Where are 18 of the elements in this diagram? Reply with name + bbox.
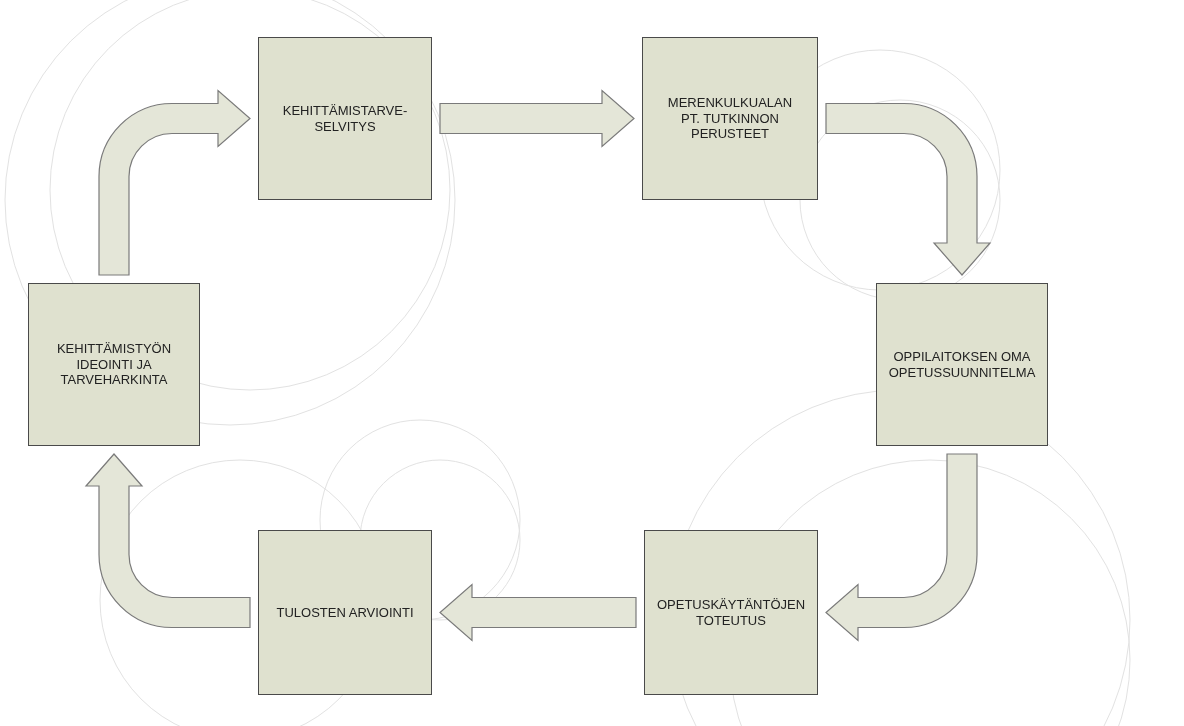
box-label: KEHITTÄMISTYÖN IDEOINTI JA TARVEHARKINTA [55,341,173,388]
block-arrow [825,453,978,642]
box-label: MERENKULKUALAN PT. TUTKINNON PERUSTEET [666,95,794,142]
block-arrow [439,89,635,148]
box-label: TULOSTEN ARVIOINTI [276,604,414,621]
block-arrow [439,583,637,642]
box-label: KEHITTÄMISTARVE- SELVITYS [281,102,409,135]
process-box [642,37,818,200]
block-arrow [825,102,991,276]
process-box [258,530,432,695]
process-box [28,283,200,446]
process-box [258,37,432,200]
process-box [876,283,1048,446]
process-box [644,530,818,695]
block-arrow [85,453,251,629]
box-label: OPETUSKÄYTÄNTÖJEN TOTEUTUS [656,596,806,629]
box-label: OPPILAITOKSEN OMA OPETUSSUUNNITELMA [888,348,1036,381]
block-arrow [98,89,251,276]
